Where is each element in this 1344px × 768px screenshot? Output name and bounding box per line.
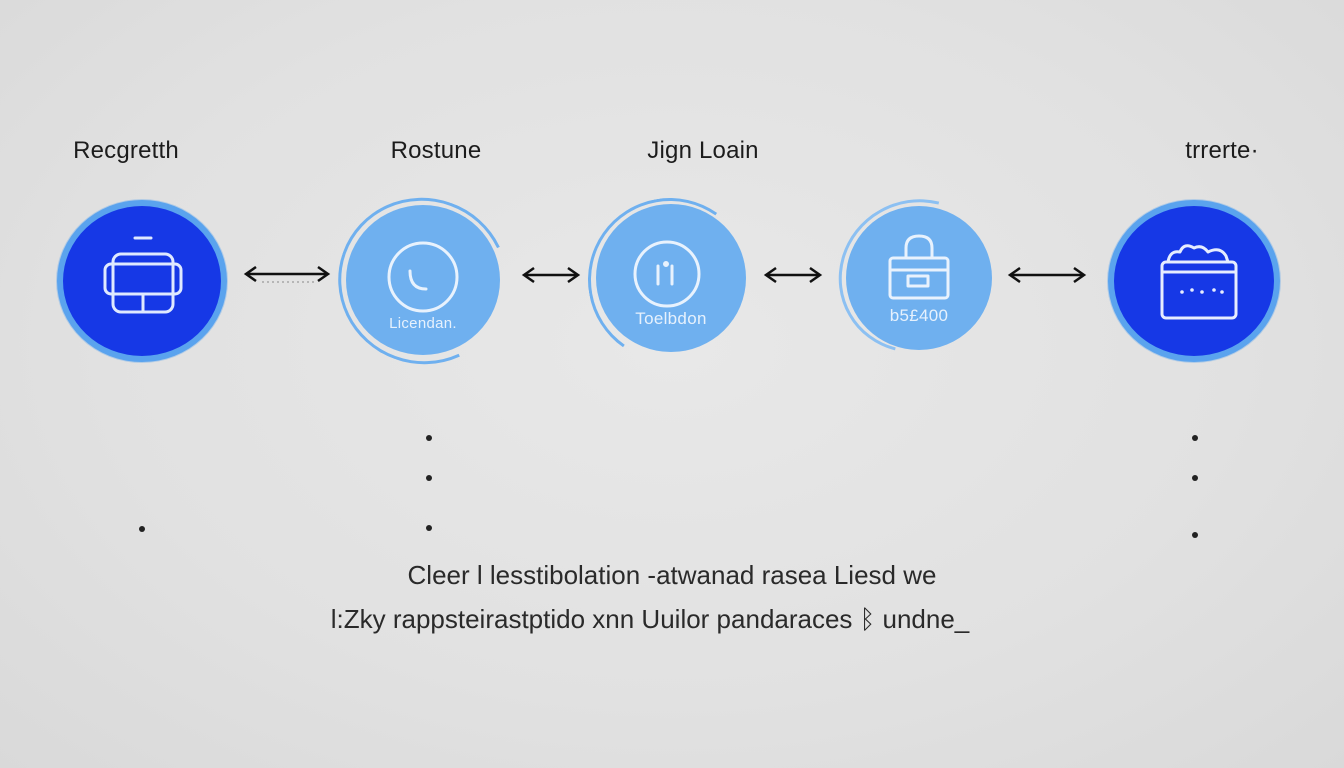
bidirectional-arrow-2 [521,266,581,284]
step-4-inner-text: b5£400 [889,306,949,325]
caption-line-1: Cleer l lesstibolation -atwanad rasea Li… [407,560,937,590]
caption-line-2: l:Zky rappsteirastptido xnn Uuilor panda… [330,604,970,634]
step-2-inner-text: Licendan. [389,315,457,332]
step-5-label: trrerte· [1185,137,1259,164]
step-3-node[interactable]: Toelbdon [596,204,746,352]
dot [139,526,145,532]
dot [1192,435,1198,441]
bidirectional-arrow-3 [763,266,823,284]
cart-icon [1160,244,1238,320]
step-3-inner-text: Toelbdon [635,309,707,328]
package-icon [103,236,183,314]
gauge-icon [633,240,701,308]
step-1-label: Recgretth [73,137,179,164]
step-1-node[interactable] [57,200,227,362]
step-5-node[interactable] [1108,200,1280,362]
dot [426,475,432,481]
dot [426,525,432,531]
bidirectional-arrow-4 [1007,266,1087,284]
step-2-node[interactable]: Licendan. [346,205,500,355]
step-3-label: Jign Loain [647,137,759,164]
step-2-label: Rostune [390,137,482,164]
dot [426,435,432,441]
bidirectional-arrow-1 [243,265,331,283]
step-4-node[interactable]: b5£400 [846,206,992,350]
dot [1192,532,1198,538]
shopping-bag-icon [888,234,950,300]
dot [1192,475,1198,481]
clock-icon [387,241,459,313]
